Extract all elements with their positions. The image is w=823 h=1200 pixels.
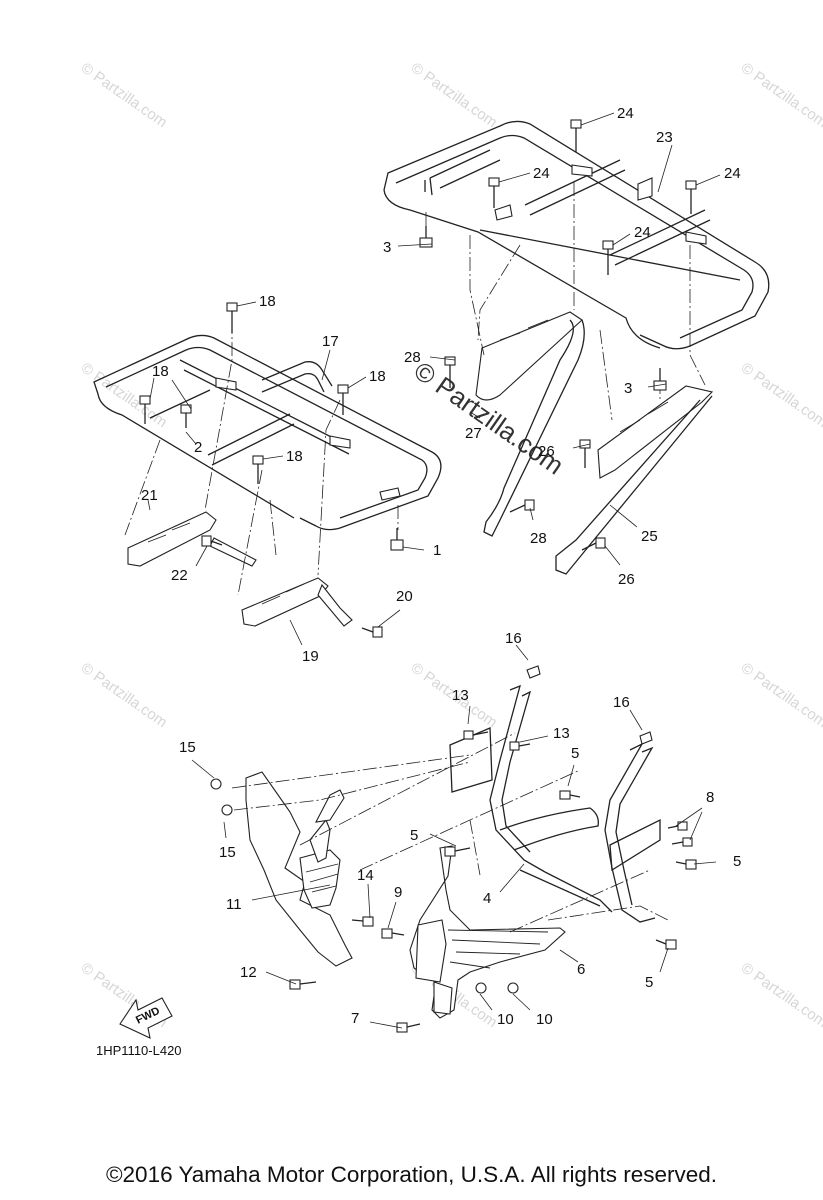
bolt-icon xyxy=(221,804,233,816)
bolt-icon xyxy=(180,404,192,428)
callout-7: 7 xyxy=(351,1010,359,1027)
nut-icon xyxy=(475,982,487,994)
callout-23: 23 xyxy=(656,129,673,146)
callout-24: 24 xyxy=(533,165,550,182)
bolt-icon xyxy=(444,356,456,388)
callout-5: 5 xyxy=(645,974,653,991)
callout-11: 11 xyxy=(226,896,242,913)
bolt-icon xyxy=(559,790,581,800)
callout-28: 28 xyxy=(530,530,547,547)
bolt-icon xyxy=(675,859,697,870)
bolt-icon xyxy=(667,821,688,831)
callout-16: 16 xyxy=(505,630,522,647)
watermark-layer: © Partzilla.com © Partzilla.com © Partzi… xyxy=(78,59,823,1031)
callout-1: 1 xyxy=(433,542,441,559)
callout-5: 5 xyxy=(733,853,741,870)
callout-2: 2 xyxy=(194,439,202,456)
bolt-icon xyxy=(488,177,500,208)
callout-21: 21 xyxy=(141,487,158,504)
callout-24: 24 xyxy=(724,165,741,182)
callout-12: 12 xyxy=(240,964,257,981)
bolt-icon xyxy=(570,119,582,152)
bolt-icon xyxy=(396,1022,421,1033)
callout-26: 26 xyxy=(538,443,555,460)
callout-26: 26 xyxy=(618,571,635,588)
bolt-icon xyxy=(226,302,238,333)
callout-24: 24 xyxy=(634,224,651,241)
bolt-icon xyxy=(581,537,606,551)
bolt-icon xyxy=(653,368,667,391)
callout-16: 16 xyxy=(613,694,630,711)
bolt-icon xyxy=(381,928,405,939)
callout-6: 6 xyxy=(577,961,585,978)
callout-28: 28 xyxy=(404,349,421,366)
callout-20: 20 xyxy=(396,588,413,605)
bolt-icon xyxy=(671,837,693,847)
front-guard-drawing xyxy=(191,644,717,1033)
watermark: © Partzilla.com xyxy=(738,659,823,731)
bolt-icon xyxy=(139,395,151,424)
bolt-icon xyxy=(210,778,222,790)
clip-icon xyxy=(526,665,541,679)
bolt-icon xyxy=(351,916,374,927)
watermark: © Partzilla.com xyxy=(408,59,501,131)
bolt-icon xyxy=(602,240,614,275)
bolt-icon xyxy=(337,384,349,415)
watermark: © Partzilla.com xyxy=(78,659,171,731)
bolt-icon xyxy=(252,455,264,484)
watermark: © Partzilla.com xyxy=(738,359,823,431)
clip-icon xyxy=(639,731,653,745)
callout-13: 13 xyxy=(452,687,469,704)
bolt-icon xyxy=(289,979,317,990)
callout-layer: 24 23 24 24 24 3 3 28 27 26 28 25 26 18 … xyxy=(141,105,741,1028)
bolt-icon xyxy=(444,846,471,857)
callout-18: 18 xyxy=(259,293,276,310)
bolt-icon xyxy=(509,499,535,513)
copyright-notice: ©2016 Yamaha Motor Corporation, U.S.A. A… xyxy=(105,1162,718,1187)
callout-25: 25 xyxy=(641,528,658,545)
nut-icon xyxy=(507,982,519,994)
diagram-code: 1HP1110-L420 xyxy=(96,1043,182,1058)
callout-17: 17 xyxy=(322,333,339,350)
callout-13: 13 xyxy=(553,725,570,742)
front-carrier-drawing xyxy=(93,301,442,646)
callout-22: 22 xyxy=(171,567,188,584)
bolt-icon xyxy=(509,741,531,751)
bolt-icon xyxy=(201,535,223,547)
callout-15: 15 xyxy=(179,739,196,756)
fwd-arrow-icon: FWD xyxy=(119,997,173,1039)
callout-4: 4 xyxy=(483,890,491,907)
callout-5: 5 xyxy=(410,827,418,844)
bolt-icon xyxy=(419,226,433,248)
callout-5: 5 xyxy=(571,745,579,762)
callout-3: 3 xyxy=(624,380,632,397)
bolt-icon xyxy=(463,730,489,740)
callout-24: 24 xyxy=(617,105,634,122)
rear-carrier-drawing xyxy=(383,112,770,575)
watermark: © Partzilla.com xyxy=(738,59,823,131)
bolt-icon xyxy=(361,626,383,638)
callout-15: 15 xyxy=(219,844,236,861)
watermark: © Partzilla.com xyxy=(78,59,171,131)
callout-10: 10 xyxy=(497,1011,514,1028)
bolt-icon xyxy=(390,528,404,551)
callout-14: 14 xyxy=(357,867,374,884)
callout-9: 9 xyxy=(394,884,402,901)
callout-18: 18 xyxy=(152,363,169,380)
callout-18: 18 xyxy=(369,368,386,385)
bolt-icon xyxy=(655,939,677,950)
watermark: © Partzilla.com xyxy=(738,959,823,1031)
callout-27: 27 xyxy=(465,425,482,442)
callout-10: 10 xyxy=(536,1011,553,1028)
callout-3: 3 xyxy=(383,239,391,256)
callout-8: 8 xyxy=(706,789,714,806)
callout-18: 18 xyxy=(286,448,303,465)
bolt-icon xyxy=(685,180,697,214)
callout-19: 19 xyxy=(302,648,319,665)
